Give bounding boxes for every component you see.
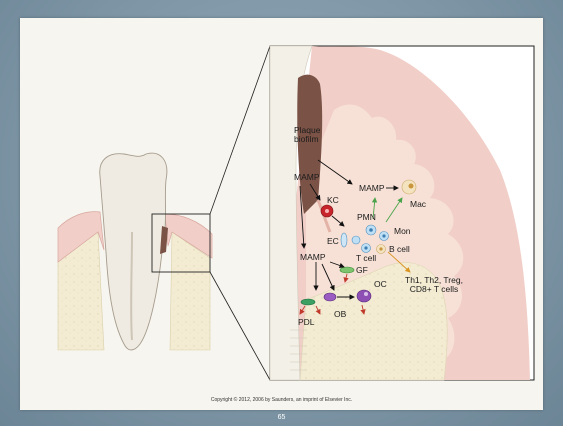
label-mon: Mon (394, 227, 411, 236)
label-kc: KC (327, 196, 339, 205)
label-gf: GF (356, 266, 368, 275)
ob-cell (324, 293, 336, 301)
label-plaque-biofilm: Plaque biofilm (294, 126, 320, 144)
tooth (100, 153, 167, 350)
pdl-cell (301, 299, 315, 305)
ec-cell (341, 233, 347, 247)
label-b-cell: B cell (389, 245, 410, 254)
gf-cell (340, 267, 354, 273)
tooth-overview (58, 46, 270, 380)
label-t-cell: T cell (356, 254, 376, 263)
label-mamp-top: MAMP (294, 173, 320, 182)
slide-number: 65 (0, 414, 563, 421)
oc-cell (357, 290, 371, 302)
label-oc: OC (374, 280, 387, 289)
label-mamp-lower: MAMP (300, 253, 326, 262)
label-pdl: PDL (298, 318, 315, 327)
label-pmn: PMN (357, 213, 376, 222)
zoom-line-top (210, 46, 270, 214)
label-t-subsets: Th1, Th2, Treg, CD8+ T cells (405, 276, 463, 294)
copyright-text: Copyright © 2012, 2006 by Saunders, an i… (0, 397, 563, 403)
label-ob: OB (334, 310, 346, 319)
label-ec: EC (327, 237, 339, 246)
label-mamp-center: MAMP (359, 184, 385, 193)
zoom-panel (270, 46, 534, 380)
label-mac: Mac (410, 200, 426, 209)
zoom-line-bottom (210, 272, 270, 380)
